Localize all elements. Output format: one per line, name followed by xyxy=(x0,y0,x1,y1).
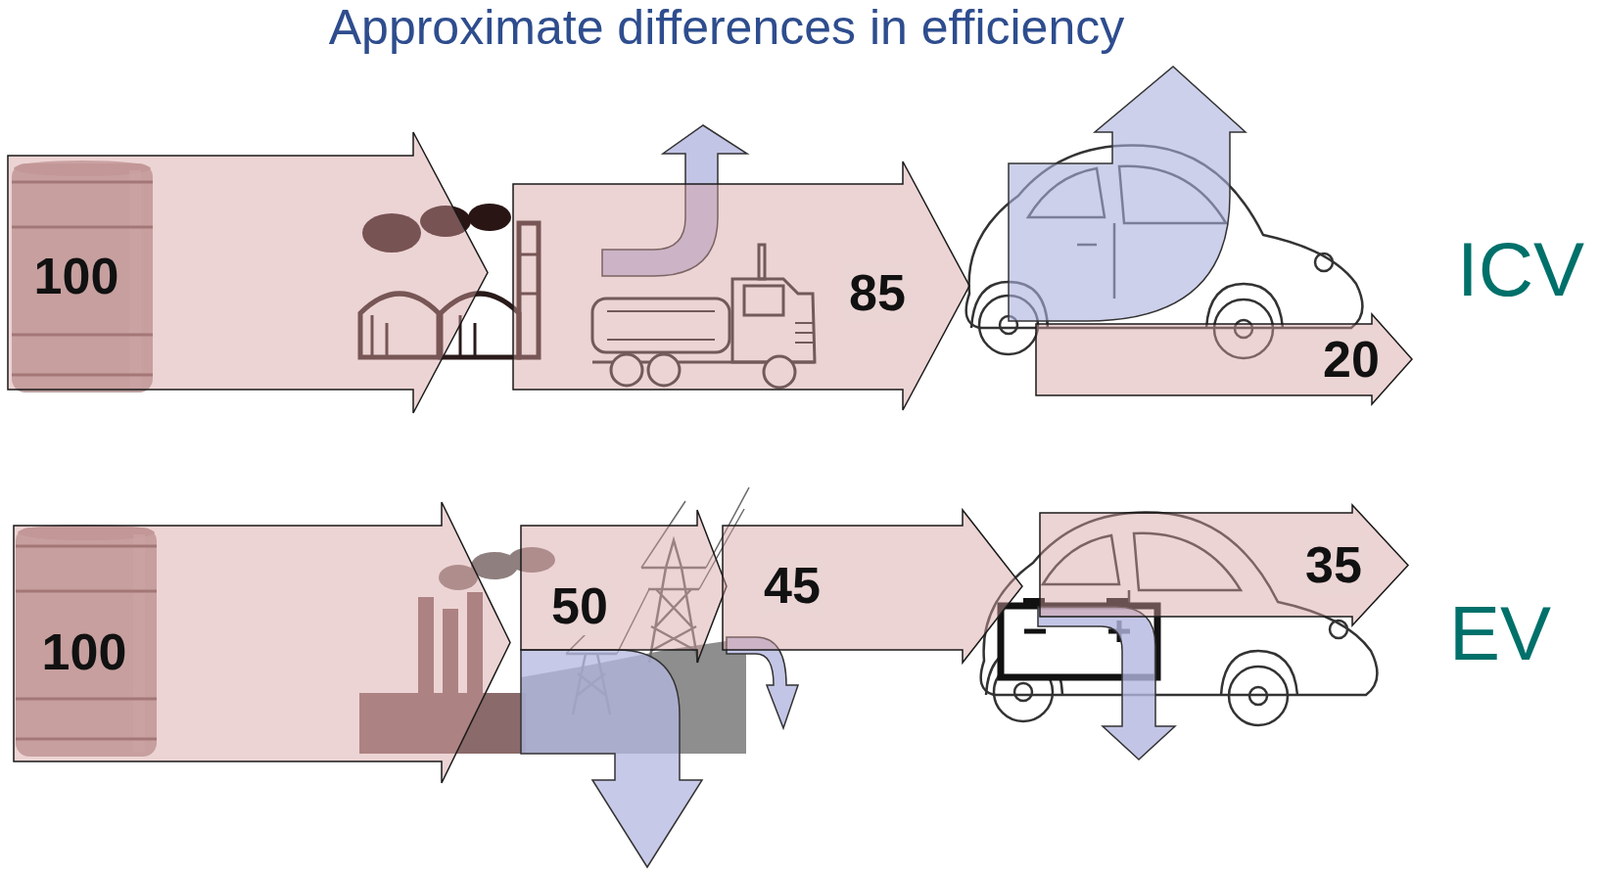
flow-value: 100 xyxy=(30,248,124,305)
engine-loss-arrow xyxy=(1008,66,1246,322)
flow-arrow: 100 xyxy=(13,502,511,784)
flow-arrow: 100 xyxy=(7,132,488,414)
flow-value: 45 xyxy=(759,558,825,614)
flow-arrow-shape xyxy=(1035,314,1412,405)
flow-arrow: 35 xyxy=(1039,505,1409,626)
flow-arrow-shape xyxy=(520,510,727,663)
generation-loss-arrow xyxy=(520,650,703,868)
flow-arrow-shape xyxy=(513,161,970,411)
flow-value: 35 xyxy=(1301,537,1366,594)
refinery-icon xyxy=(468,203,512,232)
flow-arrow-shape xyxy=(1039,505,1409,626)
battery-loss-arrow xyxy=(1037,607,1176,760)
vehicle-type-label: EV xyxy=(1449,592,1552,677)
flow-value: 100 xyxy=(38,624,132,681)
transmission-loss-arrow xyxy=(726,637,799,729)
flow-arrow-shape xyxy=(722,510,1023,663)
vehicle-type-label: ICV xyxy=(1457,228,1585,313)
flow-value: 85 xyxy=(845,265,910,322)
flow-arrow: 45 xyxy=(722,510,1023,663)
flow-arrow: 85 xyxy=(513,161,970,411)
flow-arrow-shape xyxy=(7,132,488,414)
diagram-title: Approximate differences in efficiency xyxy=(329,0,1125,57)
flow-arrow: 50 xyxy=(520,510,727,663)
flow-arrow: 20 xyxy=(1035,314,1412,405)
flow-value: 50 xyxy=(547,578,612,635)
flow-arrow-shape xyxy=(13,502,511,784)
battery-icon xyxy=(1024,629,1046,635)
flow-value: 20 xyxy=(1318,331,1384,388)
